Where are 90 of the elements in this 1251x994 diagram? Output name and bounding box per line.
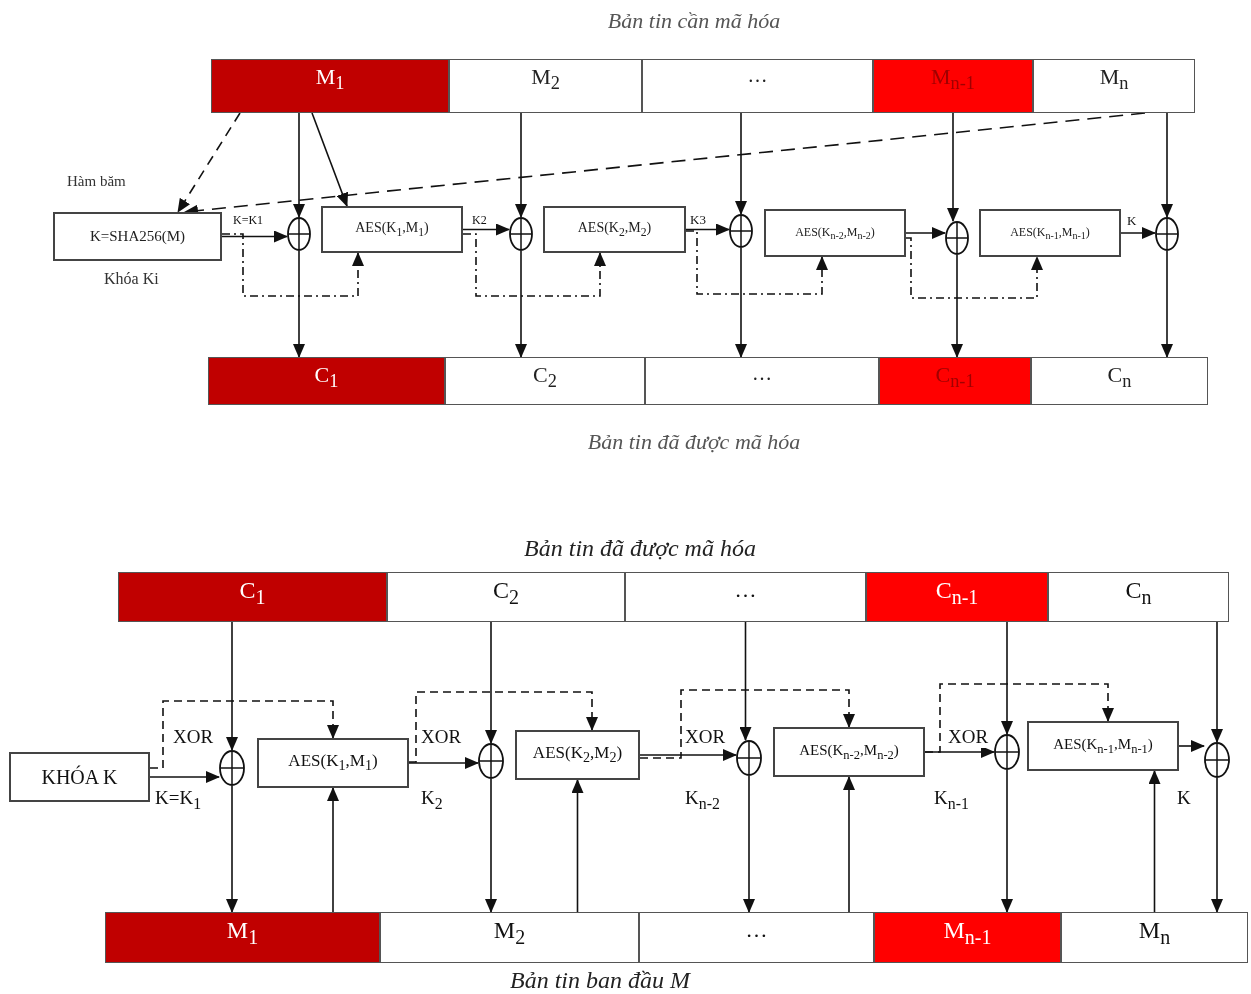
- process-box: AES(K$_{n-1}$,M$_{n-1}$): [979, 209, 1121, 257]
- arrow: [743, 775, 755, 913]
- message-block: …: [642, 59, 873, 113]
- xor-symbol: [736, 740, 762, 776]
- dashed-arrow: [149, 700, 339, 769]
- edge-label: XOR: [948, 727, 989, 748]
- arrow: [1161, 112, 1173, 218]
- message-block: C$_{n-1}$: [879, 357, 1031, 405]
- arrow: [408, 757, 479, 769]
- xor-symbol: [1155, 217, 1179, 251]
- process-box: AES(K$_{n-2}$,M$_{n-2}$): [773, 727, 925, 777]
- process-box: KHÓA K: [9, 752, 150, 802]
- arrow: [947, 112, 959, 222]
- xor-symbol: [509, 217, 533, 251]
- message-block: …: [639, 912, 874, 963]
- arrow: [639, 749, 737, 761]
- message-block: C$_{2}$: [445, 357, 645, 405]
- arrow: [1001, 769, 1013, 913]
- xor-symbol: [219, 750, 245, 786]
- arrow: [293, 250, 305, 358]
- arrow: [905, 227, 946, 239]
- message-block: C$_{n}$: [1031, 357, 1208, 405]
- message-block: M$_{1}$: [211, 59, 449, 113]
- arrow: [735, 247, 747, 358]
- dashed-arrow: [177, 112, 241, 213]
- arrow: [515, 250, 527, 358]
- dashed-arrow: [639, 689, 855, 759]
- arrow: [515, 112, 527, 218]
- section-heading: Bản tin đã được mã hóa: [587, 429, 801, 455]
- arrow: [311, 112, 349, 207]
- section-heading: Bản tin đã được mã hóa: [524, 535, 756, 562]
- arrow: [1161, 250, 1173, 358]
- arrow: [1178, 740, 1205, 752]
- arrow: [485, 778, 497, 913]
- process-box: AES(K$_{2}$,M$_{2}$): [515, 730, 640, 780]
- message-block: …: [645, 357, 879, 405]
- message-block: M$_{n}$: [1033, 59, 1195, 113]
- arrow: [226, 621, 238, 751]
- message-block: M$_{n}$: [1061, 912, 1248, 963]
- dashed-arrow: [685, 230, 828, 295]
- arrow: [293, 112, 305, 218]
- process-box: AES(K$_{2}$,M$_{2}$): [543, 206, 686, 253]
- arrow: [1148, 770, 1161, 913]
- process-box: AES(K$_{1}$,M$_{1}$): [321, 206, 463, 253]
- message-block: C$_{2}$: [387, 572, 625, 622]
- arrow: [1211, 777, 1223, 913]
- message-block: M$_{2}$: [380, 912, 639, 963]
- arrow: [485, 621, 497, 744]
- arrow: [149, 771, 220, 783]
- arrow: [327, 787, 339, 913]
- arrow: [571, 779, 584, 913]
- message-block: C$_{n}$: [1048, 572, 1229, 622]
- message-block: C$_{1}$: [208, 357, 445, 405]
- process-box: K=SHA256(M): [53, 212, 222, 261]
- section-heading: Bản tin ban đầu M: [510, 967, 690, 994]
- arrow: [685, 223, 730, 236]
- arrow: [739, 621, 752, 741]
- arrow: [1120, 227, 1156, 239]
- message-block: M$_{1}$: [105, 912, 380, 963]
- xor-symbol: [1204, 742, 1230, 778]
- dashed-arrow: [221, 233, 364, 297]
- arrow: [462, 223, 510, 236]
- dashed-arrow: [924, 683, 1114, 753]
- node-caption: Khóa Ki: [104, 270, 159, 288]
- dashed-arrow: [462, 233, 606, 297]
- message-block: C$_{n-1}$: [866, 572, 1048, 622]
- xor-symbol: [287, 217, 311, 251]
- arrow: [1211, 621, 1223, 743]
- process-box: AES(K$_{n-2}$,M$_{n-2}$): [764, 209, 906, 257]
- section-heading: Bản tin cần mã hóa: [607, 8, 781, 34]
- message-block: C$_{1}$: [118, 572, 387, 622]
- dashed-arrow: [408, 691, 598, 763]
- message-block: M$_{2}$: [449, 59, 642, 113]
- arrow: [1001, 621, 1013, 735]
- xor-symbol: [729, 214, 753, 248]
- xor-symbol: [945, 221, 969, 255]
- dashed-arrow: [905, 237, 1043, 299]
- process-box: AES(K$_{n-1}$,M$_{n-1}$): [1027, 721, 1179, 771]
- message-block: M$_{n-1}$: [874, 912, 1061, 963]
- node-caption: Hàm băm: [67, 173, 126, 190]
- xor-symbol: [478, 743, 504, 779]
- message-block: M$_{n-1}$: [873, 59, 1033, 113]
- arrow: [221, 230, 288, 243]
- arrow: [226, 785, 238, 913]
- xor-symbol: [994, 734, 1020, 770]
- arrow: [843, 776, 855, 913]
- process-box: AES(K$_{1}$,M$_{1}$): [257, 738, 409, 788]
- message-block: …: [625, 572, 866, 622]
- arrow: [735, 112, 747, 215]
- arrow: [951, 254, 963, 358]
